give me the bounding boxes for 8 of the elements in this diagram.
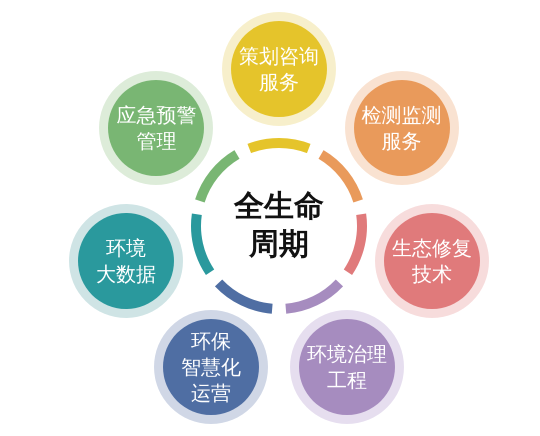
node-label: 应急预警管理 [116, 102, 196, 154]
node-label: 检测监测服务 [362, 102, 442, 154]
node-label: 策划咨询服务 [239, 43, 319, 95]
node-label: 环境治理工程 [307, 341, 388, 394]
node-label: 生态修复技术 [392, 234, 472, 287]
node-label: 环保智慧化运营 [180, 328, 241, 406]
center-label: 全生命周期 [234, 188, 324, 264]
node-label: 环境大数据 [96, 234, 156, 287]
